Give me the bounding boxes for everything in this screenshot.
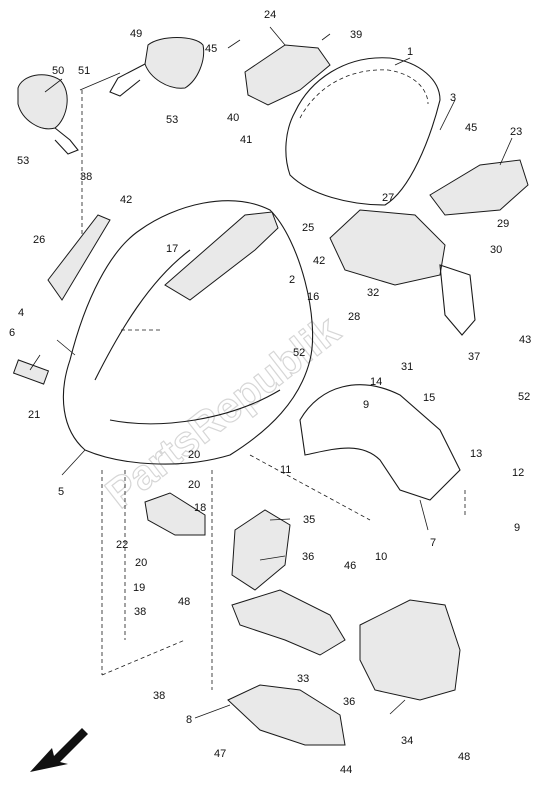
callout-20a: 20 — [188, 449, 200, 461]
callout-38b: 38 — [134, 606, 146, 618]
windscreen-part — [285, 57, 441, 206]
callout-20c: 20 — [135, 557, 147, 569]
callout-53a: 53 — [166, 114, 178, 126]
callout-7: 7 — [430, 537, 436, 549]
callout-9a: 9 — [363, 399, 369, 411]
side-bracket-part — [439, 264, 476, 336]
callout-36b: 36 — [343, 696, 355, 708]
callout-9b: 9 — [514, 522, 520, 534]
callout-42a: 42 — [120, 194, 132, 206]
air-cover-part — [359, 599, 461, 701]
callout-25: 25 — [302, 222, 314, 234]
callout-13: 13 — [470, 448, 482, 460]
callout-23: 23 — [510, 126, 522, 138]
callout-47: 47 — [214, 748, 226, 760]
callout-48b: 48 — [458, 751, 470, 763]
callout-30: 30 — [490, 244, 502, 256]
callout-51: 51 — [78, 65, 90, 77]
callout-17: 17 — [166, 243, 178, 255]
callout-15: 15 — [423, 392, 435, 404]
callout-37: 37 — [468, 351, 480, 363]
callout-48a: 48 — [178, 596, 190, 608]
callout-6: 6 — [9, 327, 15, 339]
callout-20b: 20 — [188, 479, 200, 491]
callout-4: 4 — [18, 307, 24, 319]
callout-38a: 38 — [80, 171, 92, 183]
assembly-lines — [81, 90, 466, 690]
callout-38c: 38 — [153, 690, 165, 702]
callout-52b: 52 — [518, 391, 530, 403]
intake-duct-part — [231, 509, 291, 591]
callout-1: 1 — [407, 46, 413, 58]
side-inner-panel-part — [164, 211, 279, 301]
callout-40: 40 — [227, 112, 239, 124]
callout-24: 24 — [264, 9, 276, 21]
callout-11: 11 — [280, 464, 291, 476]
callout-22: 22 — [116, 539, 128, 551]
callout-21: 21 — [28, 409, 40, 421]
callout-53b: 53 — [17, 155, 29, 167]
callout-3: 3 — [450, 92, 456, 104]
callout-52a: 52 — [293, 347, 305, 359]
mirror-left-part — [17, 74, 68, 130]
callout-14: 14 — [370, 376, 382, 388]
callout-35: 35 — [303, 514, 315, 526]
callout-45a: 45 — [205, 43, 217, 55]
mirror-right-part — [144, 37, 205, 89]
callout-36a: 36 — [302, 551, 314, 563]
side-cover-part — [429, 159, 529, 216]
callout-8: 8 — [186, 714, 192, 726]
callout-19: 19 — [133, 582, 145, 594]
side-stay-part — [47, 214, 111, 301]
cowling-stay-part — [299, 384, 461, 501]
callout-5: 5 — [58, 486, 64, 498]
callout-46: 46 — [344, 560, 356, 572]
callout-12: 12 — [512, 467, 524, 479]
mirror-right-stalk — [109, 63, 146, 97]
callout-44: 44 — [340, 764, 352, 776]
air-duct-part — [231, 589, 346, 656]
parts-artwork — [12, 37, 529, 772]
callout-43: 43 — [519, 334, 531, 346]
upper-inner-cover-part — [244, 44, 331, 106]
watermark-text: PartsRepublik — [97, 306, 349, 517]
duct-grille-part — [144, 492, 206, 536]
callout-49: 49 — [130, 28, 142, 40]
under-cowling-part — [227, 684, 346, 746]
meter-housing-part — [329, 209, 446, 286]
callout-26: 26 — [33, 234, 45, 246]
callout-27: 27 — [382, 192, 394, 204]
callout-28: 28 — [348, 311, 360, 323]
callout-16: 16 — [307, 291, 319, 303]
callout-labels: 1 2 3 4 5 6 7 8 9 9 10 11 12 13 14 15 16… — [9, 9, 531, 776]
emblem-part — [12, 359, 50, 385]
leader-lines — [29, 26, 513, 719]
callout-33: 33 — [297, 673, 309, 685]
front-cowling-part — [62, 200, 314, 465]
front-direction-arrow — [30, 728, 88, 772]
callout-29: 29 — [497, 218, 509, 230]
mirror-left-stalk — [54, 127, 79, 155]
callout-45b: 45 — [465, 122, 477, 134]
callout-2: 2 — [289, 274, 295, 286]
callout-18: 18 — [194, 502, 206, 514]
callout-42b: 42 — [313, 255, 325, 267]
callout-41: 41 — [240, 134, 252, 146]
callout-32: 32 — [367, 287, 379, 299]
callout-10: 10 — [375, 551, 387, 563]
callout-34: 34 — [401, 735, 413, 747]
callout-50: 50 — [52, 65, 64, 77]
callout-31: 31 — [401, 361, 413, 373]
callout-39: 39 — [350, 29, 362, 41]
